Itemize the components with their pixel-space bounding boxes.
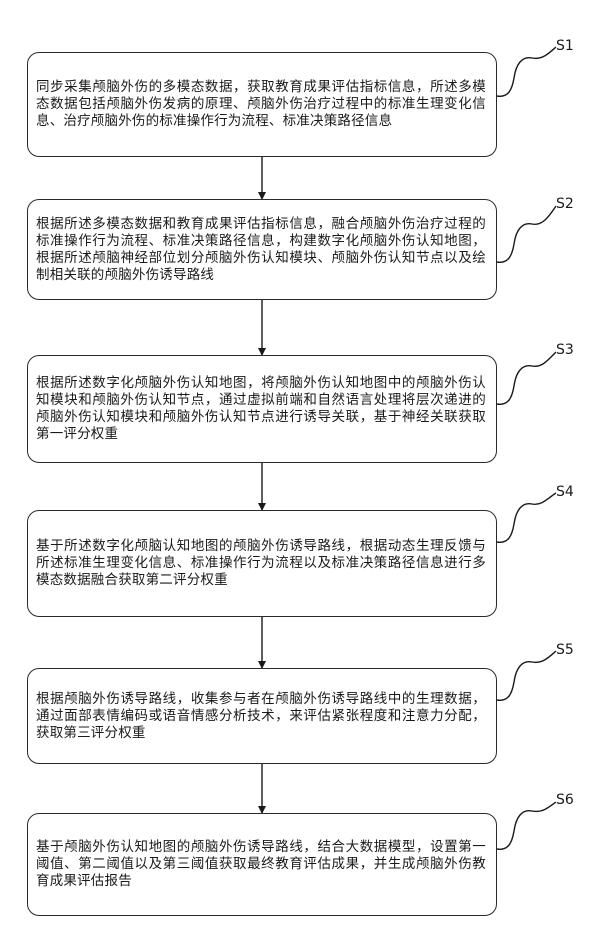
step-box-s1: 同步采集颅脑外伤的多模态数据，获取教育成果评估指标信息，所述多模态数据包括颅脑外… <box>27 52 497 157</box>
leader-s5 <box>497 651 556 700</box>
step-label-s6: S6 <box>556 792 574 808</box>
step-text-s3: 根据所述数字化颅脑外伤认知地图，将颅脑外伤认知地图中的颅脑外伤认知模块和颅脑外伤… <box>28 375 496 443</box>
step-text-s6: 基于颅脑外伤认知地图的颅脑外伤诱导路线，结合大数据模型，设置第一阈值、第二阈值以… <box>28 839 496 890</box>
step-label-s1: S1 <box>556 38 574 54</box>
step-text-s5: 根据颅脑外伤诱导路线，收集参与者在颅脑外伤诱导路线中的生理数据，通过面部表情编码… <box>28 691 496 742</box>
step-label-s4: S4 <box>556 484 574 500</box>
step-box-s5: 根据颅脑外伤诱导路线，收集参与者在颅脑外伤诱导路线中的生理数据，通过面部表情编码… <box>27 668 497 764</box>
step-box-s3: 根据所述数字化颅脑外伤认知地图，将颅脑外伤认知地图中的颅脑外伤认知模块和颅脑外伤… <box>27 355 497 463</box>
step-text-s4: 基于所述数字化颅脑认知地图的颅脑外伤诱导路线，根据动态生理反馈与所述标准生理变化… <box>28 538 496 589</box>
step-box-s6: 基于颅脑外伤认知地图的颅脑外伤诱导路线，结合大数据模型，设置第一阈值、第二阈值以… <box>27 813 497 916</box>
leader-s3 <box>497 352 556 404</box>
leader-s4 <box>497 493 556 542</box>
step-label-s3: S3 <box>556 342 574 358</box>
step-text-s2: 根据所述多模态数据和教育成果评估指标信息，融合颅脑外伤治疗过程的标准操作行为流程… <box>28 216 496 284</box>
step-box-s4: 基于所述数字化颅脑认知地图的颅脑外伤诱导路线，根据动态生理反馈与所述标准生理变化… <box>27 510 497 617</box>
step-label-s2: S2 <box>556 196 574 212</box>
step-text-s1: 同步采集颅脑外伤的多模态数据，获取教育成果评估指标信息，所述多模态数据包括颅脑外… <box>28 79 496 130</box>
step-label-s5: S5 <box>556 642 574 658</box>
leader-s6 <box>497 802 556 849</box>
leader-s2 <box>497 206 556 262</box>
leader-s1 <box>497 47 556 96</box>
step-box-s2: 根据所述多模态数据和教育成果评估指标信息，融合颅脑外伤治疗过程的标准操作行为流程… <box>27 199 497 300</box>
